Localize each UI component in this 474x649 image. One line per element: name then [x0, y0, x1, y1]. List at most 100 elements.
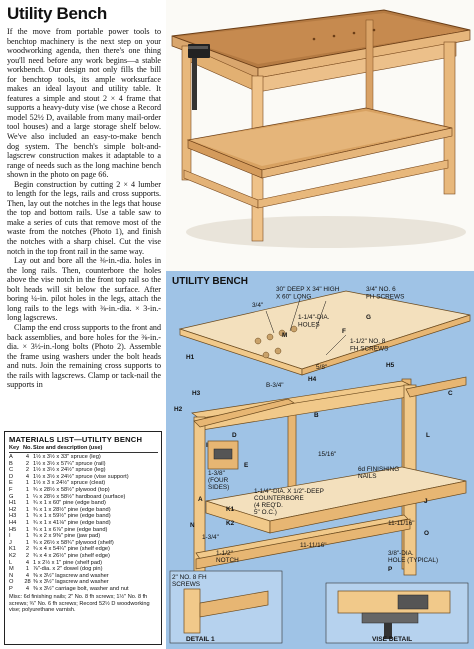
materials-size: ¾ x 1 x 41⅛" pine (edge band) [33, 519, 111, 526]
label-dog-holes: 1-1/4"-DIA.HOLES [298, 314, 330, 329]
materials-size: ¾ x 28½ x 58½" plywood (top) [33, 486, 110, 493]
label-top-size-line2: X 60" LONG [276, 294, 311, 301]
materials-list: MATERIALS LIST—UTILITY BENCH Key No. Siz… [4, 431, 162, 645]
paragraph-3: Lay out and bore all the ⅜-in.-dia. hole… [7, 256, 161, 323]
label-138-l3: SIDES) [208, 484, 229, 491]
materials-key: H2 [9, 506, 17, 513]
materials-no: 1 [25, 519, 30, 526]
part-n: N [190, 522, 195, 529]
materials-no: 1 [25, 480, 30, 487]
part-h5: H5 [386, 362, 395, 369]
label-screws-top-l1: 3/4" NO. 6 [366, 286, 396, 293]
label-fifteen-sixteenths: 15/16" [318, 451, 336, 458]
part-o: O [424, 530, 429, 537]
label-dog-holes-l1: 1-1/4"-DIA. [298, 314, 330, 321]
materials-no: 1 [25, 500, 30, 507]
part-j: J [424, 498, 428, 505]
part-l: L [426, 432, 430, 439]
materials-key: D [9, 473, 14, 480]
materials-size: ¾ x 1 x 59½" pine (edge band) [33, 513, 111, 520]
bench-photo-illustration [166, 0, 474, 271]
materials-no: 1 [25, 566, 30, 573]
materials-size: ⅞"-dia. x 2" dowel (dog pin) [33, 566, 103, 573]
vise-detail: VISE DETAIL [325, 582, 469, 644]
materials-key: C [9, 467, 14, 474]
label-five-eighths: 5/8" [316, 364, 327, 371]
part-k1: K1 [226, 506, 235, 513]
part-h4: H4 [308, 376, 317, 383]
materials-no: 28 [24, 579, 31, 586]
header-no: No. [22, 445, 32, 451]
materials-key: H1 [9, 500, 17, 507]
materials-key: M [9, 566, 14, 573]
materials-size: 1½ x 3 x 24½" spruce (cleat) [33, 480, 106, 487]
materials-size: ⅜ x 3½" lagscrew and washer [33, 572, 109, 579]
bench-diagram: UTILITY BENCH [166, 271, 474, 649]
materials-key: I [9, 533, 11, 540]
part-h1: H1 [186, 354, 195, 361]
label-screws-top-l2: FH SCREWS [366, 294, 404, 301]
vise-detail-label: VISE DETAIL [372, 636, 412, 643]
part-e: E [244, 462, 249, 469]
frame-group [191, 376, 467, 586]
part-b: B [314, 412, 319, 419]
bench-photo [166, 0, 474, 271]
materials-no: 1 [25, 506, 30, 513]
materials-misc: Misc: 6d finishing nails; 2" No. 8 fh sc… [9, 594, 150, 614]
materials-key: O [9, 579, 14, 586]
part-h3: H3 [192, 390, 201, 397]
detail-1-label: DETAIL 1 [186, 636, 215, 643]
part-m: M [282, 332, 287, 339]
materials-size: ¾ x 26½ x 58¾" plywood (shelf) [33, 539, 114, 546]
detail-1: DETAIL 1 [169, 570, 283, 644]
diagram-title: UTILITY BENCH [172, 276, 248, 287]
materials-size: ¼ x 28½ x 58½" hardboard (surface) [33, 493, 126, 500]
materials-size: 1½ x 3½ x 57¼" spruce (rail) [33, 460, 106, 467]
label-dog-holes-l2: HOLES [298, 322, 320, 329]
header-key: Key [9, 445, 20, 451]
materials-key: H3 [9, 513, 17, 520]
materials-key: P [9, 585, 13, 592]
label-notch-l1: 1-1/2" [216, 550, 233, 557]
materials-size: 1 x 2½ x 1" pine (shelf pad) [33, 559, 103, 566]
part-h2: H2 [174, 406, 183, 413]
materials-no: 4 [25, 559, 30, 566]
materials-no: 1 [25, 493, 30, 500]
materials-key: F [9, 486, 13, 493]
label-hole-l1: 3/8"-DIA. [388, 550, 414, 557]
part-c: C [448, 390, 453, 397]
materials-size: 1½ x 3½ x 33" spruce (leg) [33, 454, 101, 460]
materials-no: 1 [25, 526, 30, 533]
label-eleven-a: 11-11/16" [388, 520, 415, 527]
materials-size: ¾ x 4 x 54¼" pine (shelf edge) [33, 546, 110, 553]
materials-size: ¾ x 1 x 28½" pine (edge band) [33, 506, 111, 513]
materials-key: E [9, 480, 13, 487]
label-b34: B-3/4" [266, 382, 284, 389]
materials-key: A [9, 454, 13, 460]
materials-no: 2 [25, 546, 30, 553]
materials-title: MATERIALS LIST—UTILITY BENCH [9, 435, 143, 444]
